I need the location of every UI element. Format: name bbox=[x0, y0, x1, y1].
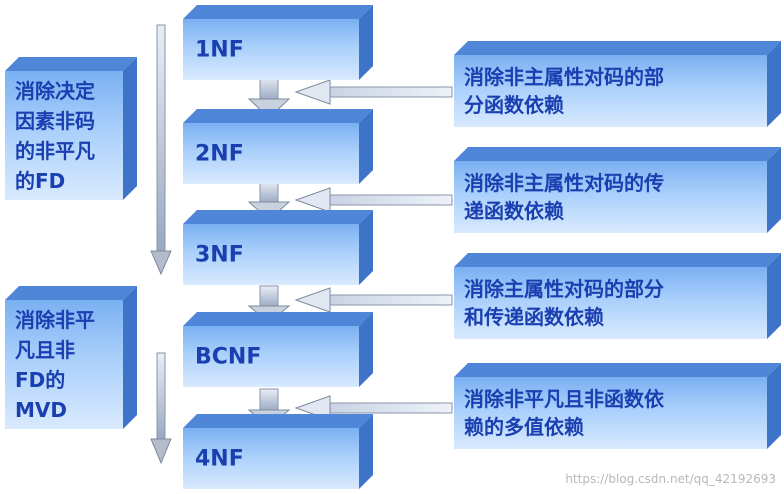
stage-label: BCNF bbox=[195, 344, 262, 369]
right-note-box-1: 消除非主属性对码的部 分函数依赖 bbox=[454, 41, 781, 127]
left-arrow-1 bbox=[294, 79, 453, 105]
left-arrow-2 bbox=[294, 187, 453, 213]
right-note-text: 消除主属性对码的部分 和传递函数依赖 bbox=[464, 277, 664, 329]
left-note-box-1: 消除决定 因素非码 的非平凡 的FD bbox=[5, 57, 137, 200]
long-arrow-1 bbox=[150, 24, 172, 276]
right-note-text: 消除非主属性对码的传 递函数依赖 bbox=[464, 171, 664, 223]
stage-box-3nf: 3NF bbox=[183, 210, 373, 285]
stage-box-1nf: 1NF bbox=[183, 5, 373, 80]
stage-label: 4NF bbox=[195, 446, 244, 471]
long-arrow-2 bbox=[150, 352, 172, 465]
left-note-box-2: 消除非平 凡且非 FD的 MVD bbox=[5, 286, 137, 429]
stage-box-bcnf: BCNF bbox=[183, 312, 373, 387]
stage-box-4nf: 4NF bbox=[183, 414, 373, 489]
right-note-box-3: 消除主属性对码的部分 和传递函数依赖 bbox=[454, 253, 781, 339]
right-note-text: 消除非平凡且非函数依 赖的多值依赖 bbox=[464, 387, 664, 439]
right-note-box-4: 消除非平凡且非函数依 赖的多值依赖 bbox=[454, 363, 781, 449]
stage-label: 1NF bbox=[195, 37, 244, 62]
right-note-box-2: 消除非主属性对码的传 递函数依赖 bbox=[454, 147, 781, 233]
left-arrow-3 bbox=[294, 287, 453, 313]
watermark: https://blog.csdn.net/qq_42192693 bbox=[565, 472, 776, 486]
stage-box-2nf: 2NF bbox=[183, 109, 373, 184]
left-note-text: 消除非平 凡且非 FD的 MVD bbox=[15, 308, 95, 422]
right-note-text: 消除非主属性对码的部 分函数依赖 bbox=[464, 65, 664, 117]
left-note-text: 消除决定 因素非码 的非平凡 的FD bbox=[15, 79, 95, 193]
stage-label: 2NF bbox=[195, 141, 244, 166]
stage-label: 3NF bbox=[195, 242, 244, 267]
